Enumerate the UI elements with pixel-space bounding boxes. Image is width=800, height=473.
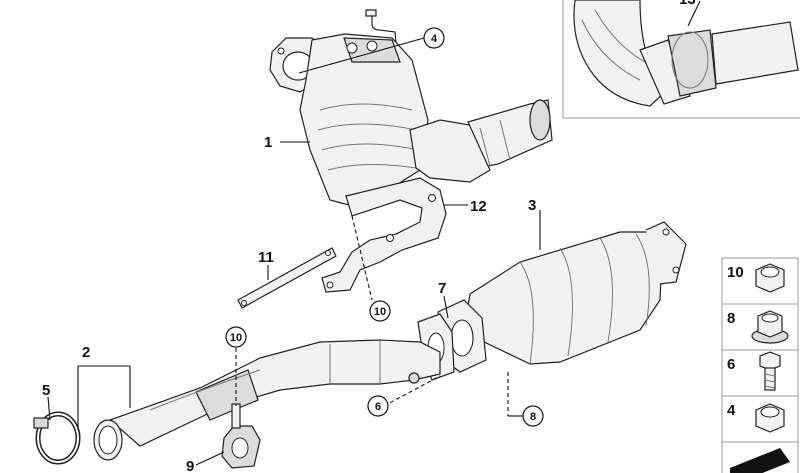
callout-4: 4 [431, 33, 438, 45]
rubber-hanger [221, 403, 261, 469]
nut-icon [755, 403, 785, 433]
callout-10-circle-bracket: 10 [369, 300, 391, 322]
callout-7: 7 [438, 280, 446, 297]
callout-12: 12 [470, 198, 487, 215]
legend-label-3: 6 [727, 356, 735, 373]
legend-cell-3 [721, 349, 799, 397]
mounting-strap [237, 247, 337, 309]
inset-detail [562, 0, 800, 119]
callout-8-circle: 8 [522, 405, 544, 427]
pipe-clamp [33, 411, 81, 465]
catalog-mark-icon [730, 448, 790, 473]
callout-1: 1 [264, 134, 272, 151]
inset-coupling-clamp [667, 29, 717, 97]
heat-shield [195, 369, 259, 421]
converter-outlet-cone [409, 119, 491, 183]
inset-tail-pipe [711, 21, 799, 85]
callout-6: 6 [375, 401, 381, 413]
inset-muffler-shell [573, 0, 666, 107]
sensor-pipe [371, 14, 403, 111]
inset-pipe-neck [639, 39, 691, 105]
callout-10-hanger: 10 [230, 332, 242, 344]
callout-5: 5 [42, 382, 50, 399]
rear-catalyst [465, 221, 687, 365]
callout-6-circle: 6 [367, 395, 389, 417]
legend-label-1: 10 [727, 264, 744, 281]
rear-catalyst-body [465, 231, 663, 365]
callout-9: 9 [186, 458, 194, 473]
middle-pipe [93, 339, 441, 461]
hardware-legend: 10 8 6 4 [721, 257, 799, 473]
bracket [321, 177, 447, 293]
callout-13: 13 [679, 0, 696, 8]
bolt-icon [759, 351, 781, 391]
callout-3: 3 [528, 197, 536, 214]
flange-nut-icon [751, 310, 789, 344]
hex-nut-icon [755, 263, 785, 293]
front-catalyst-assembly [269, 9, 553, 209]
middle-pipe-body [108, 339, 441, 447]
callout-2: 2 [82, 344, 90, 361]
callout-10-circle-hanger: 10 [225, 326, 247, 348]
legend-label-2: 8 [727, 310, 735, 327]
callout-11: 11 [258, 249, 274, 266]
callout-4-circle: 4 [423, 27, 445, 49]
legend-label-4: 4 [727, 402, 736, 419]
callout-10-bracket: 10 [374, 306, 386, 318]
callout-8: 8 [530, 411, 536, 423]
